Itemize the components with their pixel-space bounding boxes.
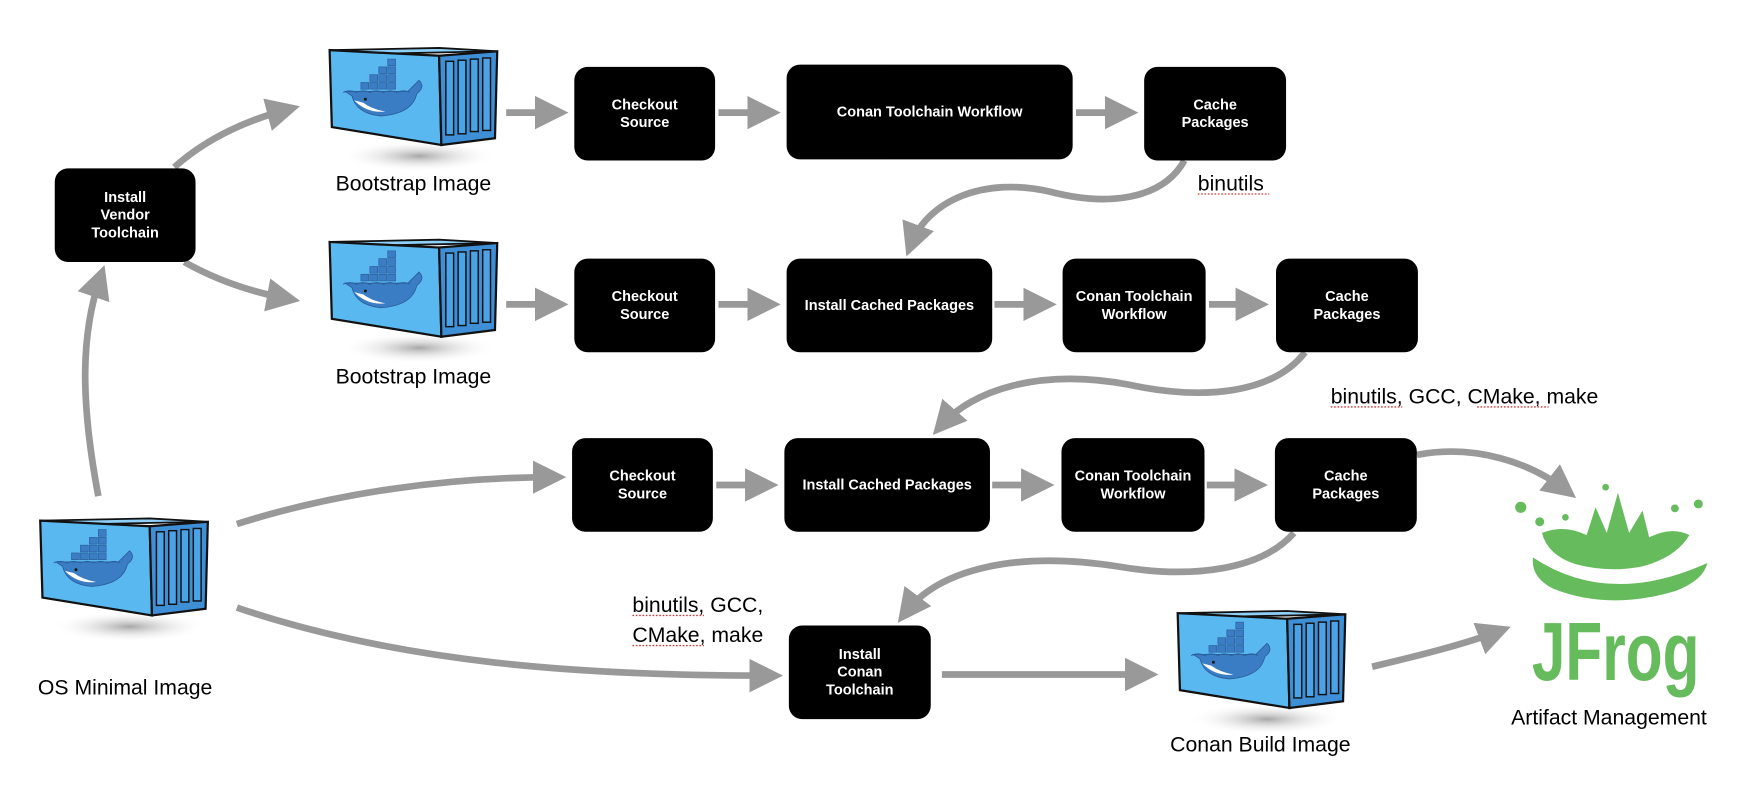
node-box (1276, 258, 1418, 353)
node-label: Packages (1312, 486, 1379, 502)
container-bootstrap-image-2: Bootstrap Image (328, 238, 499, 389)
docker-container-icon (1176, 609, 1347, 736)
node-label: Conan Toolchain (1076, 289, 1193, 305)
node-label: Cache (1193, 97, 1237, 113)
node-box (786, 258, 993, 353)
node-box (574, 258, 716, 353)
docker-container-icon (328, 46, 499, 173)
node-label: Install Cached Packages (805, 298, 974, 314)
node-label: Install Cached Packages (802, 477, 971, 493)
edge-vendor-to-bootstrap1 (172, 98, 300, 170)
node-label: Source (620, 307, 669, 323)
nodes: InstallVendorToolchainCheckoutSourceCona… (54, 64, 1418, 720)
container-os-minimal-image: OS Minimal Image (38, 517, 212, 700)
node-box (572, 438, 713, 532)
container-label: Bootstrap Image (336, 366, 492, 389)
node-box (54, 168, 196, 262)
row2-packages-note: binutils, GCC, CMake, make (1330, 386, 1599, 409)
node-label: Conan Toolchain (1075, 469, 1192, 485)
node-label: Checkout (612, 97, 678, 113)
node-label: Cache (1325, 289, 1369, 305)
node-label: Cache (1324, 469, 1368, 485)
container-label: Conan Build Image (1170, 733, 1350, 756)
artifact-management-label: Artifact Management (1511, 707, 1707, 730)
node-label: Conan Toolchain Workflow (837, 105, 1023, 121)
node-label: Toolchain (91, 225, 158, 241)
node-box (786, 64, 1073, 160)
node-box (1061, 438, 1205, 532)
edge-os-to-vendor (77, 265, 110, 497)
container-conan-build-image: Conan Build Image (1170, 609, 1351, 756)
container-label: Bootstrap Image (336, 173, 492, 196)
artifact-management: JFrog Artifact Management (1511, 483, 1708, 730)
edge-cache1-to-install-cached2 (902, 158, 1188, 257)
node-label: Source (620, 115, 669, 131)
node-label: Checkout (609, 469, 675, 485)
edge-os-to-install-conan (235, 604, 784, 693)
edge-cache3-to-jfrog (1416, 448, 1577, 498)
packages-note-line: binutils, GCC, (632, 594, 763, 617)
node-row1-conan-toolchain-workflow: Conan Toolchain Workflow (786, 64, 1073, 160)
node-label: Source (618, 486, 667, 502)
node-label: Packages (1313, 307, 1380, 323)
edge-os-to-checkout3 (235, 460, 567, 528)
node-row2-install-cached-packages: Install Cached Packages (786, 258, 993, 353)
node-box (788, 625, 931, 720)
node-label: Install (104, 190, 146, 206)
docker-container-icon (39, 517, 209, 644)
edge-cache2-to-install-cached3 (932, 350, 1308, 435)
edges (77, 95, 1577, 693)
jfrog-splash-logo-icon (1515, 483, 1708, 601)
node-label: Install (839, 647, 881, 663)
row3-packages-note: binutils, GCC, CMake, make (632, 594, 763, 647)
node-label: Vendor (101, 208, 151, 224)
node-label: Workflow (1102, 307, 1168, 323)
node-label: Workflow (1100, 486, 1166, 502)
node-label: Toolchain (826, 683, 893, 699)
node-label: Conan (837, 665, 882, 681)
node-label: Checkout (612, 289, 678, 305)
node-label: Packages (1182, 115, 1249, 131)
node-box (784, 438, 990, 532)
packages-note-line: binutils, GCC, CMake, make (1331, 386, 1599, 409)
edge-build-image-to-jfrog (1371, 622, 1511, 670)
packages-note-line: binutils (1198, 173, 1264, 196)
node-box (1062, 258, 1206, 353)
node-row3-install-cached-packages: Install Cached Packages (784, 438, 990, 532)
docker-container-icon (328, 238, 499, 365)
edge-cache3-to-install-conan (897, 530, 1297, 623)
node-box (1274, 438, 1417, 532)
row1-packages-note: binutils (1198, 173, 1270, 196)
packages-note-line: CMake, make (632, 624, 763, 647)
container-bootstrap-image-1: Bootstrap Image (328, 46, 499, 196)
node-box (1144, 66, 1287, 161)
edge-vendor-to-bootstrap2 (182, 259, 301, 312)
jfrog-wordmark: JFrog (1532, 605, 1700, 698)
node-box (574, 66, 716, 161)
container-label: OS Minimal Image (38, 677, 212, 700)
